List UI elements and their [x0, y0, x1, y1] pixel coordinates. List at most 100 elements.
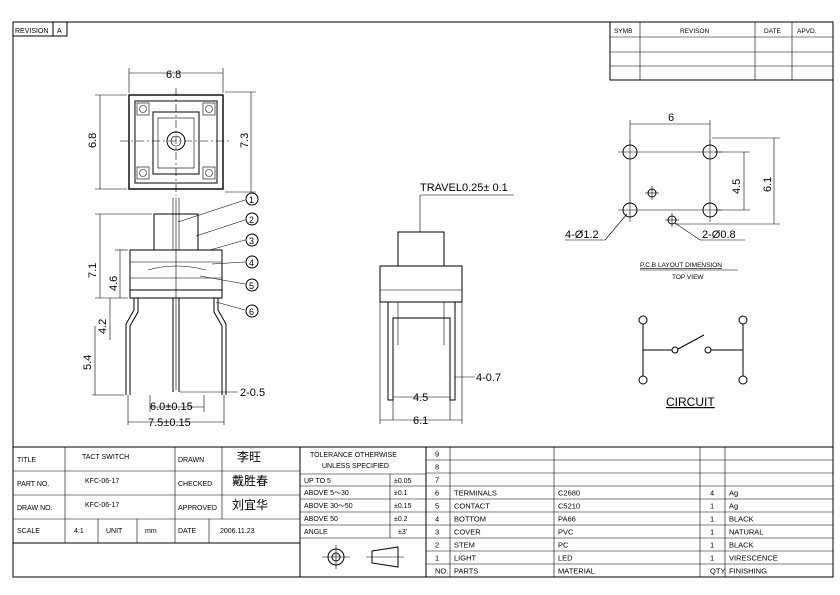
tb-drawn-sign: 李旺: [237, 449, 261, 464]
dim-pin-4-0-7: 4-0.7: [476, 372, 501, 384]
tol-value-4: ±0.2: [394, 516, 408, 523]
tb-scale-label: SCALE: [17, 528, 40, 535]
parts-row-material: PC: [558, 541, 569, 550]
rev-col-date: DATE: [764, 28, 782, 35]
tb-date-label: DATE: [178, 528, 196, 535]
parts-row-no: 7: [435, 476, 439, 485]
switch-top-view: 6.8 6.8 7.3: [87, 68, 256, 196]
pcb-dim-6: 6: [668, 112, 674, 124]
parts-row-finish: VIRESCENCE: [729, 554, 778, 563]
parts-row-material: PVC: [558, 528, 574, 537]
parts-row-qty: 4: [710, 489, 714, 498]
dim-side-4-6: 4.6: [108, 276, 120, 291]
parts-row-finish: NATURAL: [729, 528, 763, 537]
rev-col-apvd: APVD.: [797, 28, 817, 35]
tol-value-3: ±0.15: [394, 503, 412, 510]
parts-row-part: COVER: [454, 528, 481, 537]
tol-range-1: UP TO 5: [304, 478, 331, 485]
parts-row-material: PA66: [558, 515, 576, 524]
dim-side-4-5: 4.5: [413, 392, 428, 404]
tol-range-5: ANGLE: [304, 529, 328, 536]
revision-table: SYMB REVISON DATE APVD.: [609, 21, 834, 81]
rev-col-revison: REVISON: [680, 28, 710, 35]
balloon-1: 1: [249, 195, 254, 205]
revision-box: REVISION A: [12, 21, 68, 37]
parts-row-part: STEM: [454, 541, 475, 550]
dim-side-4-2: 4.2: [97, 319, 109, 334]
dim-top-height: 6.8: [87, 133, 99, 148]
parts-row-no: 9: [435, 450, 439, 459]
parts-header-qty: QTY.: [710, 567, 727, 576]
circuit-diagram: CIRCUIT: [638, 315, 748, 409]
dim-side-7-1: 7.1: [87, 263, 99, 278]
dim-pitch-7-5: 7.5±0.15: [148, 417, 191, 429]
tol-value-2: ±0.1: [394, 490, 408, 497]
parts-row-finish: Ag: [729, 502, 738, 511]
parts-row-finish: Ag: [729, 489, 738, 498]
tb-unit-value: mm: [145, 528, 157, 535]
dim-side-6-1: 6.1: [413, 415, 428, 427]
tb-checked-sign: 戴胜春: [232, 473, 268, 488]
parts-row-finish: BLACK: [729, 515, 754, 524]
dim-top-height2: 7.3: [239, 133, 251, 148]
parts-row-no: 8: [435, 463, 439, 472]
tb-title-value: TACT SWITCH: [82, 454, 129, 461]
tb-partno-label: PART NO.: [17, 481, 49, 488]
pcb-dim-4-5: 4.5: [731, 179, 743, 194]
tb-approved-sign: 刘宜华: [232, 497, 268, 512]
tb-approved-label: APPROVED: [178, 505, 217, 512]
pcb-hole-0-8: 2-Ø0.8: [702, 229, 736, 241]
balloon-6: 6: [249, 307, 254, 317]
tb-title-label: TITLE: [17, 457, 36, 464]
parts-row-no: 5: [435, 502, 439, 511]
dim-side-5-4: 5.4: [82, 355, 94, 370]
pcb-subtitle: TOP VIEW: [672, 274, 704, 281]
parts-row-no: 2: [435, 541, 439, 550]
tol-header-2: UNLESS SPECIFIED: [322, 463, 389, 470]
tb-drawn-label: DRAWN: [178, 457, 204, 464]
dim-travel: TRAVEL0.25± 0.1: [420, 182, 508, 194]
parts-row-qty: 1: [710, 554, 714, 563]
title-block: TITLE TACT SWITCH DRAWN 李旺 PART NO. KFC-…: [12, 446, 301, 577]
tb-drawno-label: DRAW NO.: [17, 505, 53, 512]
revision-label: REVISION: [15, 28, 48, 35]
balloon-5: 5: [249, 281, 254, 291]
parts-header-finish: FINISHING: [729, 567, 767, 576]
parts-row-material: C5210: [558, 502, 580, 511]
dim-pitch-6: 6.0±0.15: [150, 401, 193, 413]
parts-header-no: NO.: [435, 567, 448, 576]
parts-row-material: LED: [558, 554, 573, 563]
pcb-title: P.C.B LAYOUT DIMENSION: [640, 262, 722, 269]
parts-row-no: 1: [435, 554, 439, 563]
parts-row-qty: 1: [710, 541, 714, 550]
projection-symbol: [322, 545, 404, 569]
parts-header-part: PARTS: [454, 567, 478, 576]
part-balloons: 1 2 3 4 5 6: [245, 192, 259, 318]
parts-row-qty: 1: [710, 528, 714, 537]
tb-checked-label: CHECKED: [178, 481, 212, 488]
parts-row-no: 3: [435, 528, 439, 537]
parts-row-part: TERMINALS: [454, 489, 497, 498]
parts-row-qty: 1: [710, 515, 714, 524]
balloon-3: 3: [249, 236, 254, 246]
tol-range-3: ABOVE 30～50: [304, 503, 353, 510]
parts-row-finish: BLACK: [729, 541, 754, 550]
tol-value-1: ±0.05: [394, 478, 412, 485]
tol-value-5: ±3': [398, 529, 407, 536]
tolerance-block: TOLERANCE OTHERWISE UNLESS SPECIFIED UP …: [299, 446, 427, 578]
dim-top-width: 6.8: [166, 69, 181, 81]
parts-row-part: CONTACT: [454, 502, 490, 511]
parts-row-qty: 1: [710, 502, 714, 511]
tol-header-1: TOLERANCE OTHERWISE: [310, 452, 397, 459]
circuit-title: CIRCUIT: [666, 395, 715, 409]
tb-date-value: 2006.11.23: [220, 528, 255, 535]
switch-front-view: 7.1 4.6 4.2 5.4 6.0±0.15 7.5±0.15 2-0.5: [82, 198, 265, 429]
balloon-2: 2: [249, 215, 254, 225]
switch-side-view: TRAVEL0.25± 0.1 4-0.7 4.5 6.1: [379, 182, 514, 427]
pcb-dim-6-1: 6.1: [762, 177, 774, 192]
pcb-layout: 6 4.5 6.1 4-Ø1.2 2-Ø0.8 P.C.B LAYOUT DIM…: [565, 112, 780, 281]
tb-drawno-value: KFC-06-17: [85, 502, 119, 509]
parts-row-no: 4: [435, 515, 439, 524]
